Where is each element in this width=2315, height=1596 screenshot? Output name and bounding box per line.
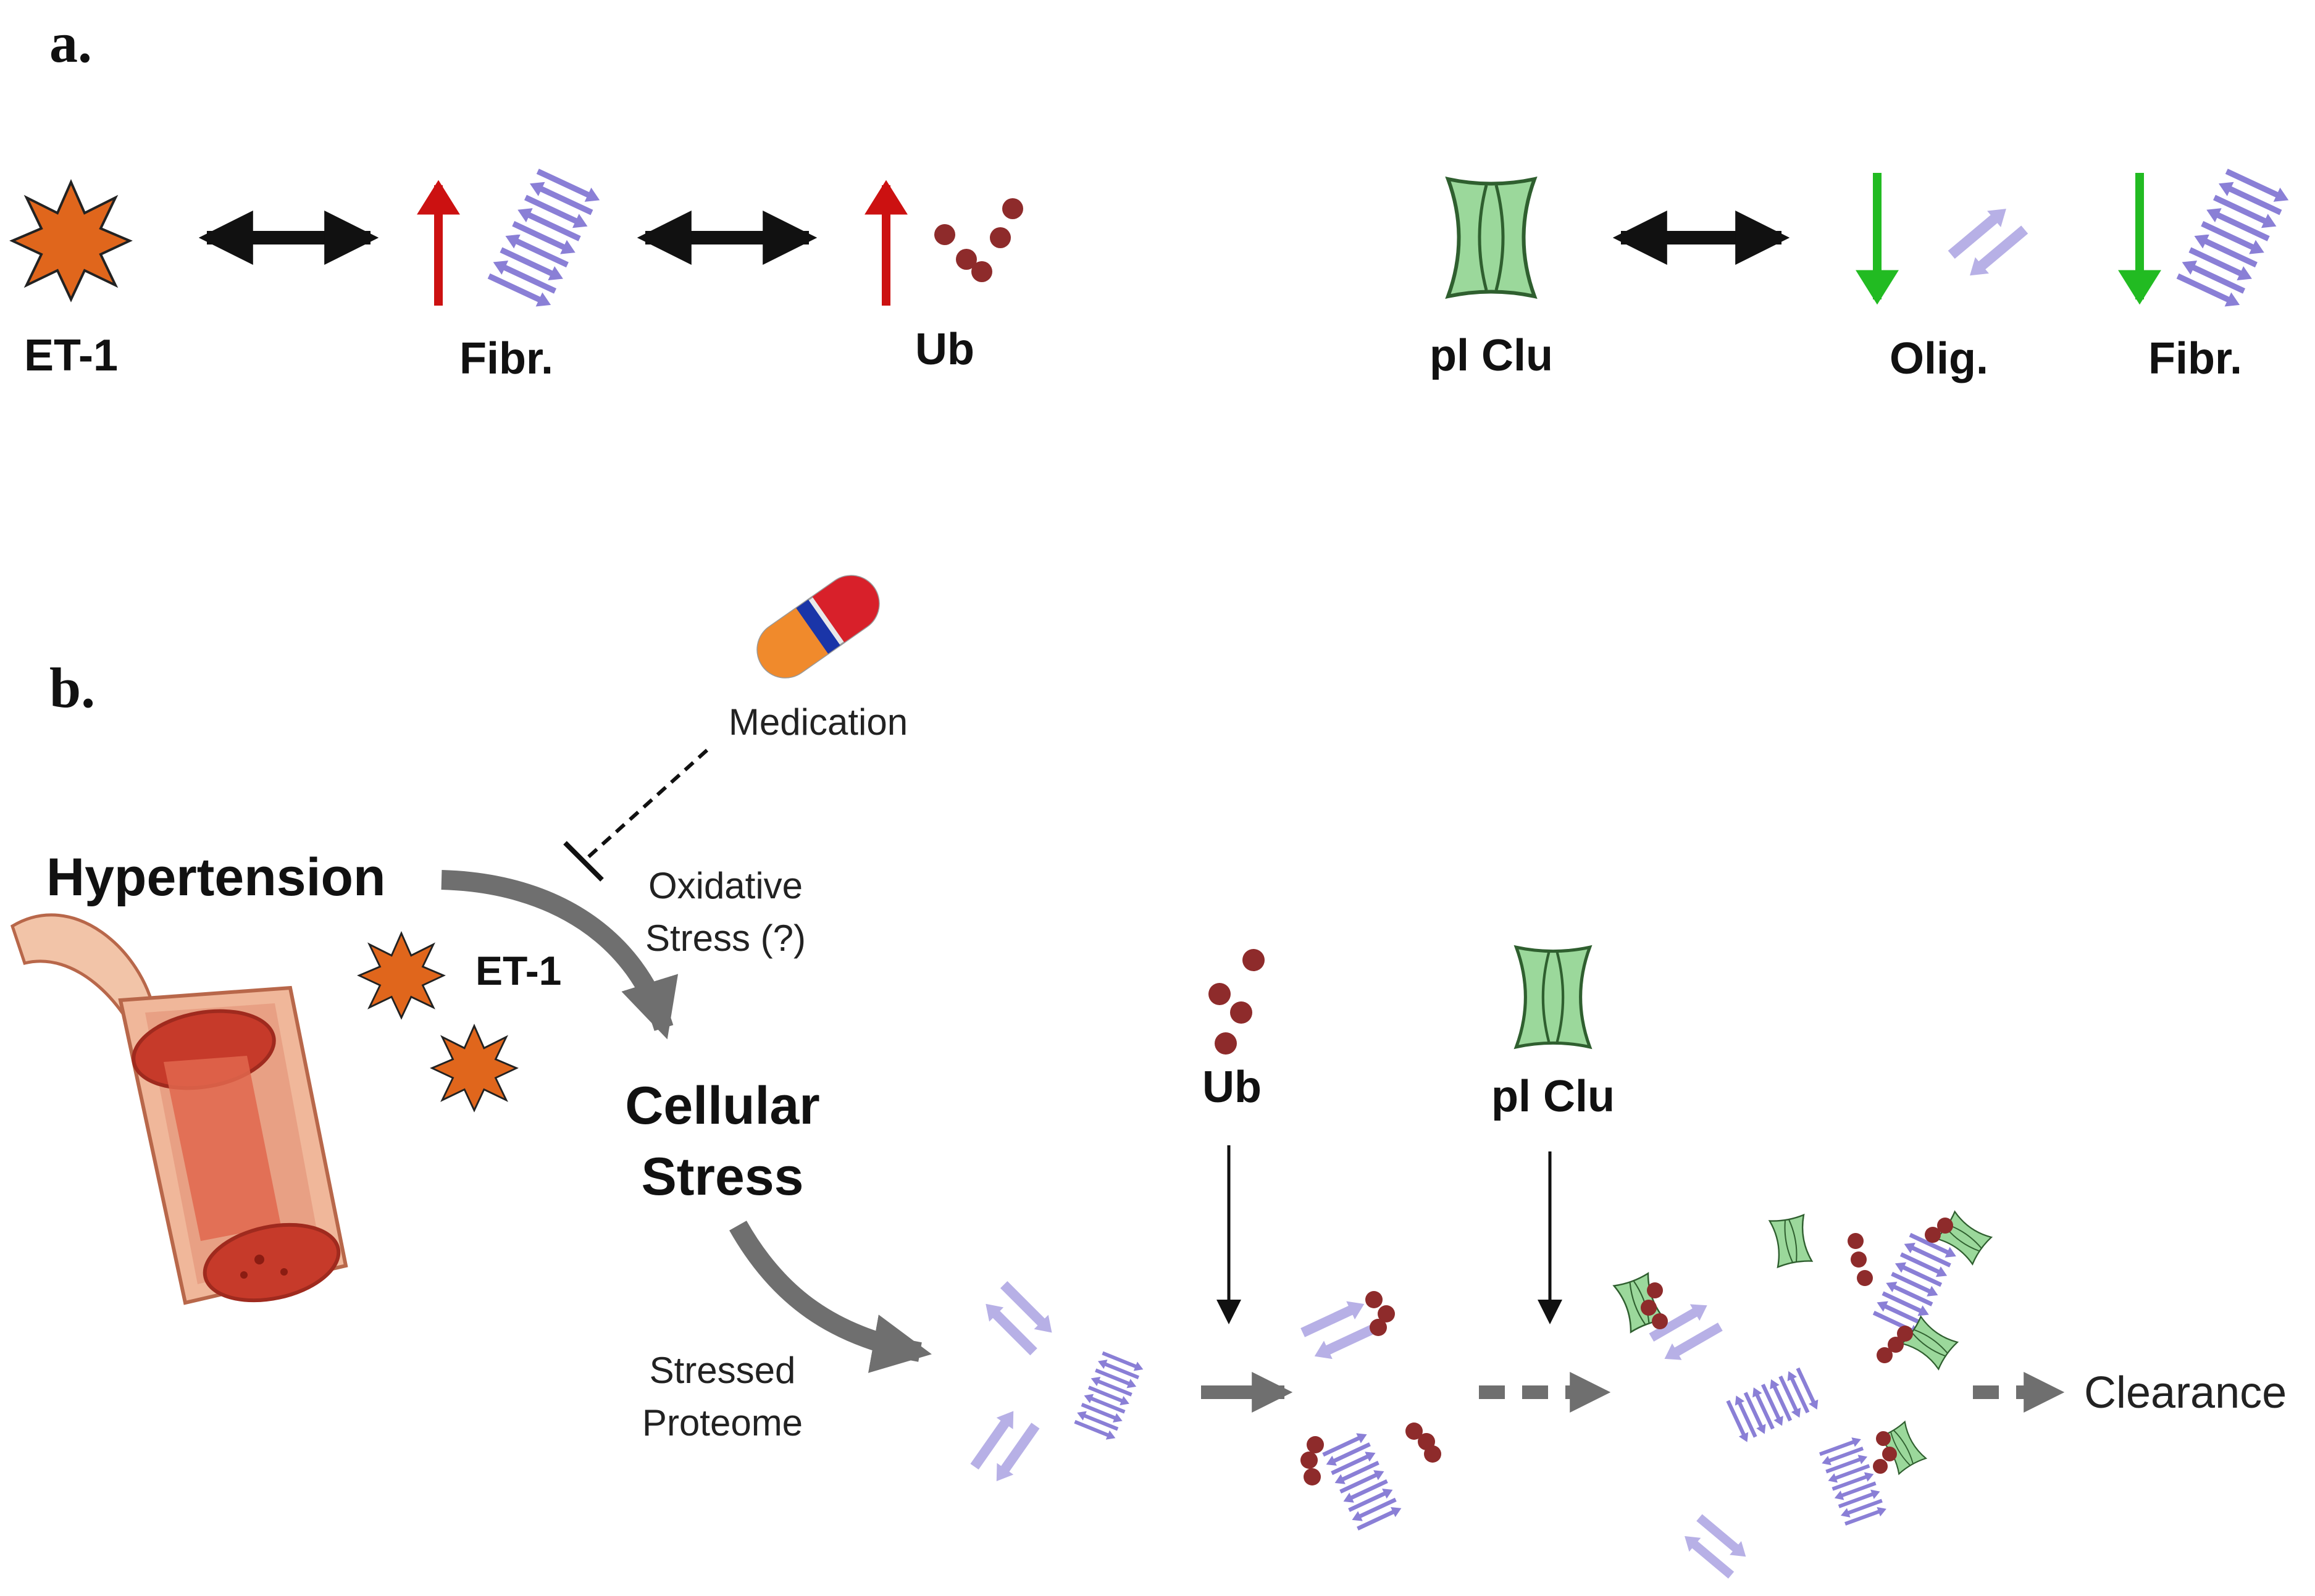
olig-label: Olig. [1890, 334, 1988, 383]
clusterin-icon [1769, 1214, 1813, 1268]
fibril-icon [1722, 1364, 1822, 1445]
blood-vessel-icon [10, 913, 348, 1305]
oligomer-icon [1644, 1294, 1728, 1371]
ubiquitin-icon [1848, 1218, 1953, 1363]
ubiquitin-icon [934, 198, 1023, 282]
oligomer-icon [1941, 197, 2035, 287]
oligomer-icon [975, 1274, 1063, 1362]
pathway-arrow [441, 870, 679, 1040]
fibril-icon [482, 162, 604, 314]
stressed-proteome-label-2: Proteome [642, 1402, 803, 1444]
cellular-stress-label-2: Stress [642, 1147, 804, 1206]
fibril-icon [1869, 1228, 1960, 1340]
clearance-label: Clearance [2084, 1368, 2287, 1418]
ub-label-a: Ub [915, 325, 974, 374]
oligomer-icon [1676, 1508, 1755, 1585]
inhibition-bar [563, 841, 604, 882]
panel-b-label: b. [49, 656, 95, 719]
et1-label-b: ET-1 [475, 948, 561, 993]
ubiquitin-icon [1208, 949, 1265, 1055]
fibril-icon [2171, 162, 2293, 314]
pill-icon [756, 575, 880, 679]
clusterin-icon [1448, 179, 1534, 296]
et1-star-icon [11, 181, 131, 301]
fibril-icon [1319, 1429, 1405, 1535]
et1-star-icon [431, 1025, 517, 1111]
cellular-stress-label-1: Cellular [625, 1076, 819, 1135]
fibr-label-a2: Fibr. [2148, 334, 2242, 383]
ub-label-b: Ub [1202, 1063, 1262, 1112]
stressed-proteome-label-1: Stressed [650, 1350, 796, 1391]
inhibition-line [582, 748, 709, 863]
clusterin-icon [1517, 947, 1590, 1047]
plclu-label-b: pl Clu [1491, 1072, 1615, 1121]
ubiquitin-icon [1300, 1423, 1441, 1485]
oxidative-stress-label-1: Oxidative [648, 865, 803, 906]
pathway-arrow [729, 1221, 932, 1373]
fibril-icon [1071, 1347, 1145, 1444]
ubiquitin-icon [1641, 1282, 1668, 1329]
medication-label: Medication [729, 701, 908, 743]
oxidative-stress-label-2: Stress (?) [645, 917, 806, 959]
fibr-label-a1: Fibr. [459, 334, 553, 383]
fibril-icon [1816, 1434, 1889, 1529]
plclu-label-a: pl Clu [1430, 331, 1553, 380]
et1-label-a: ET-1 [24, 331, 118, 380]
ubiquitin-icon [1365, 1291, 1395, 1336]
panel-a-label: a. [49, 11, 92, 74]
hypertension-label: Hypertension [46, 848, 386, 907]
oligomer-icon [963, 1402, 1047, 1490]
et1-star-icon [358, 932, 445, 1019]
ubiquitin-icon [1873, 1431, 1897, 1474]
clusterin-icon [1901, 1316, 1958, 1370]
